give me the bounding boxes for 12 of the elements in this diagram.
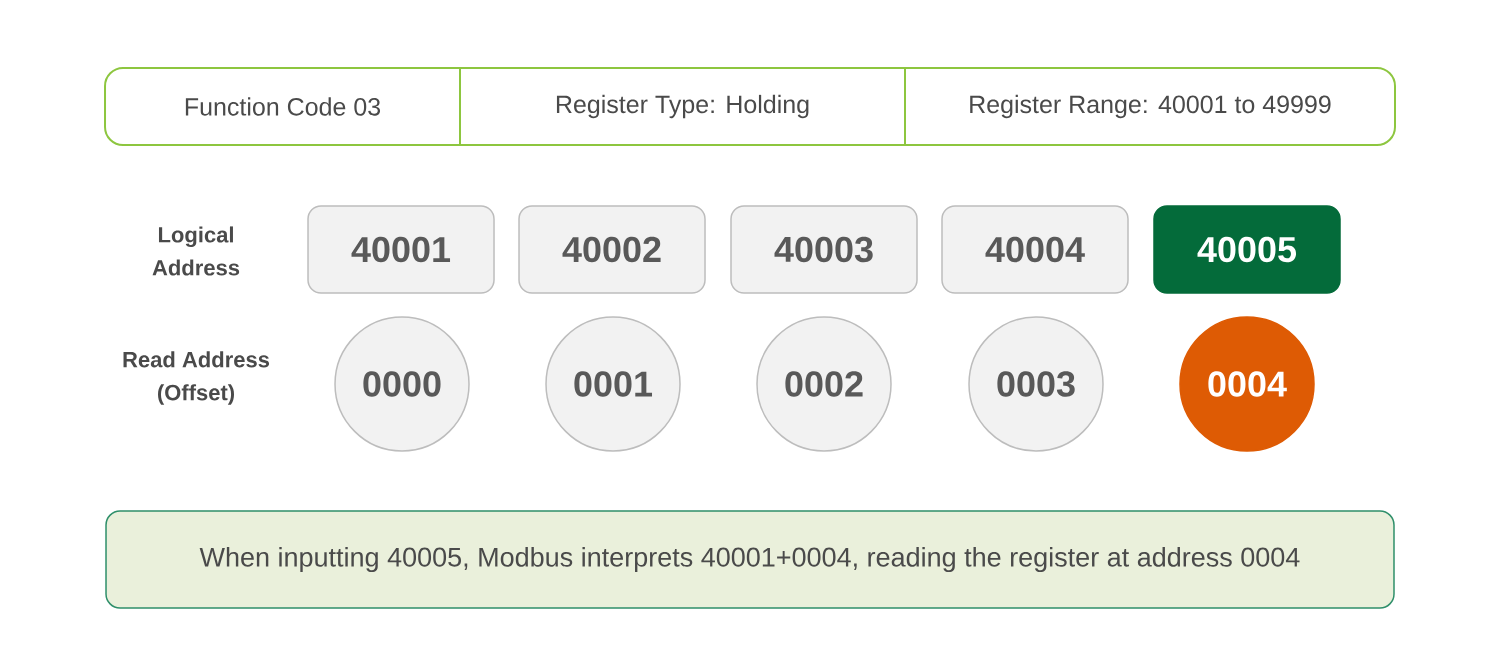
row-label: Read Address (Offset) bbox=[123, 351, 270, 405]
header-text: Function Code 03 bbox=[185, 97, 381, 116]
address-box: 40004 bbox=[941, 205, 1129, 294]
address-box: 40005 bbox=[1153, 205, 1341, 294]
row-label: Logical Address bbox=[152, 226, 240, 276]
header-text: Register Range: 40001 to 49999 bbox=[970, 94, 1331, 119]
header-text: Register Type: Holding bbox=[556, 94, 809, 119]
address-box: 40002 bbox=[518, 205, 706, 294]
address-box: 40003 bbox=[730, 205, 918, 294]
address-box: 40001 bbox=[307, 205, 495, 294]
header-bar bbox=[104, 67, 1396, 146]
note-box: When inputting 40005, Modbus interprets 40001+0004, reading the register at address 0004 bbox=[105, 510, 1395, 609]
